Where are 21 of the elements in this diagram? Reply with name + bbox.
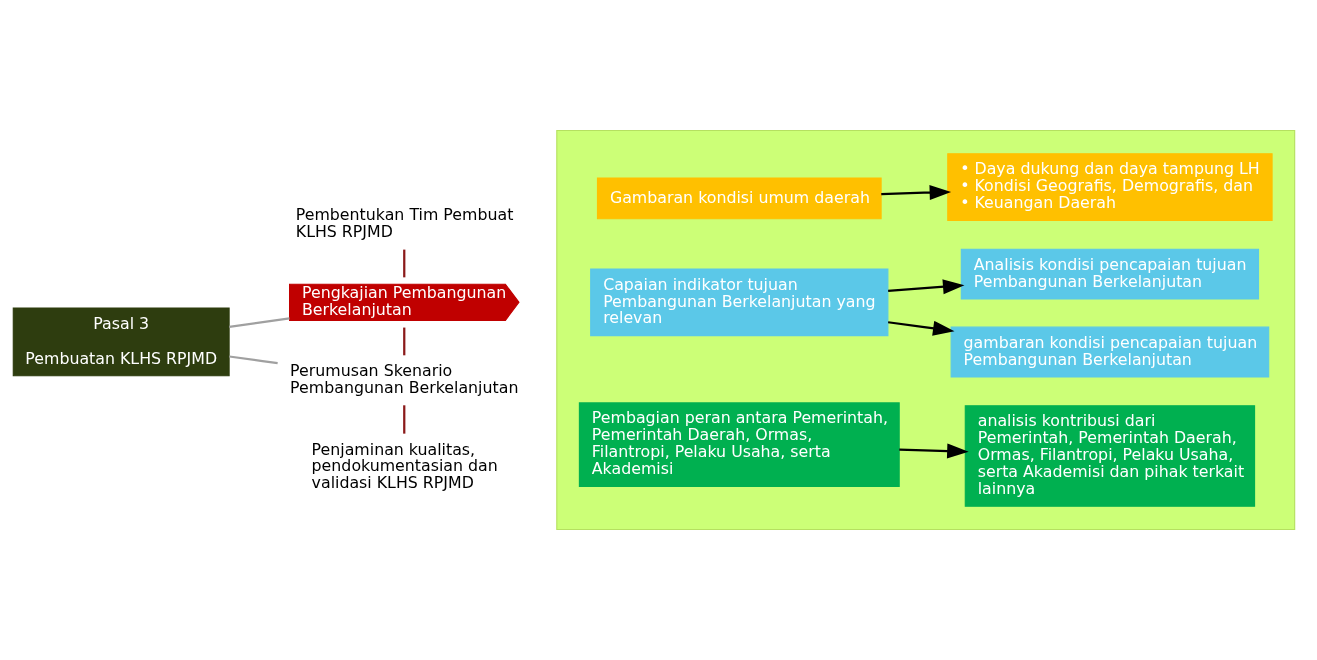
- node-box: gambaran kondisi pencapaian tujuan Pembangunan Berkelanjutan: [950, 326, 1270, 378]
- arrow: [881, 185, 952, 201]
- connector: [403, 249, 406, 278]
- node-text: Penjaminan kualitas, pendokumentasian dan validasi KLHS RPJMD: [311, 439, 498, 493]
- node-text: Pembentukan Tim Pembuat KLHS RPJMD: [295, 205, 514, 241]
- cluster: [556, 130, 1296, 530]
- node-box: Pasal 3 Pembuatan KLHS RPJMD: [12, 307, 230, 377]
- node-box: Analisis kondisi pencapaian tujuan Pembangunan Berkelanjutan: [960, 248, 1260, 300]
- node-box: • Daya dukung dan daya tampung LH • Kondisi Geografis, Demografis, dan • Keuangan Daerah: [947, 153, 1273, 221]
- arrow: [899, 443, 969, 459]
- connector: [229, 355, 278, 365]
- node-box: Capaian indikator tujuan Pembangunan Berkelanjutan yang relevan: [590, 268, 889, 337]
- arrow: [888, 279, 965, 295]
- arrow: [888, 320, 955, 336]
- node-box: Pembagian peran antara Pemerintah, Pemerintah Daerah, Ormas, Filantropi, Pelaku Usaha, serta Akademisi: [578, 402, 900, 488]
- node-text: Perumusan Skenario Pembangunan Berkelanjutan: [290, 360, 519, 397]
- node-box: analisis kontribusi dari Pemerintah, Pemerintah Daerah, Ormas, Filantropi, Pelaku Usaha, serta Akademisi dan pihak terkait lainnya: [964, 405, 1256, 507]
- connector: [403, 327, 406, 356]
- node-box: Gambaran kondisi umum daerah: [596, 177, 882, 220]
- connector: [403, 405, 406, 434]
- connector: [229, 317, 290, 328]
